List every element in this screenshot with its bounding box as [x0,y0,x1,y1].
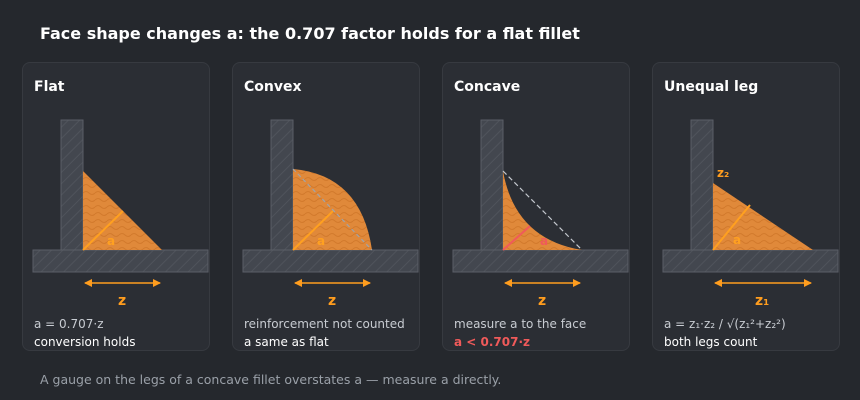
throat-label: a [107,234,115,248]
flat-face-reference [292,168,373,251]
vertical-leg-label: z₂ [717,166,729,180]
concave-fillet-diagram: a z [452,119,629,309]
vertical-plate [480,119,504,251]
card-convex: Convex a z reinforcement not counted a s… [232,62,420,351]
weld-bead [713,183,813,250]
caption-warning: a < 0.707·z [454,335,531,349]
base-plate [242,249,419,273]
flat-fillet-diagram: a z [32,119,209,309]
caption-formula: reinforcement not counted [244,317,405,331]
throat-label: a [317,234,325,248]
flat-face-reference [502,170,583,251]
base-plate [32,249,209,273]
leg-label: z [328,293,336,309]
base-plate [452,249,629,273]
caption-formula: a = 0.707·z [34,317,104,331]
caption-note: a same as flat [244,335,329,349]
caption-note: conversion holds [34,335,136,349]
throat-line [712,204,751,251]
card-title: Unequal leg [664,79,759,95]
throat-line [82,210,124,251]
throat-line [292,210,334,251]
throat-label: a [733,233,741,247]
card-concave: Concave a z measure a to the face a < 0.… [442,62,630,351]
card-title: Convex [244,79,302,95]
throat-label: a [540,234,548,248]
vertical-plate [270,119,294,251]
card-flat: Flat a z a = 0.707·z conversion holds [22,62,210,351]
caption-note: both legs count [664,335,758,349]
weld-bead [503,171,582,250]
caption-formula: a = z₁·z₂ / √(z₁²+z₂²) [664,317,786,331]
convex-fillet-diagram: a z [242,119,419,309]
caption-formula: measure a to the face [454,317,587,331]
page-title: Face shape changes a: the 0.707 factor h… [40,24,580,43]
base-plate [662,249,839,273]
unequal-leg-fillet-diagram: a z₂ z₁ [662,119,839,309]
footer-note: A gauge on the legs of a concave fillet … [40,372,502,387]
throat-line [502,225,531,251]
card-unequal-leg: Unequal leg a z₂ z₁ a = z₁·z₂ / √(z₁²+z₂… [652,62,840,351]
leg-label: z [538,293,546,309]
leg-label: z [118,293,126,309]
card-title: Flat [34,79,65,95]
card-title: Concave [454,79,521,95]
vertical-plate [60,119,84,251]
horizontal-leg-label: z₁ [755,293,769,309]
vertical-plate [690,119,714,251]
